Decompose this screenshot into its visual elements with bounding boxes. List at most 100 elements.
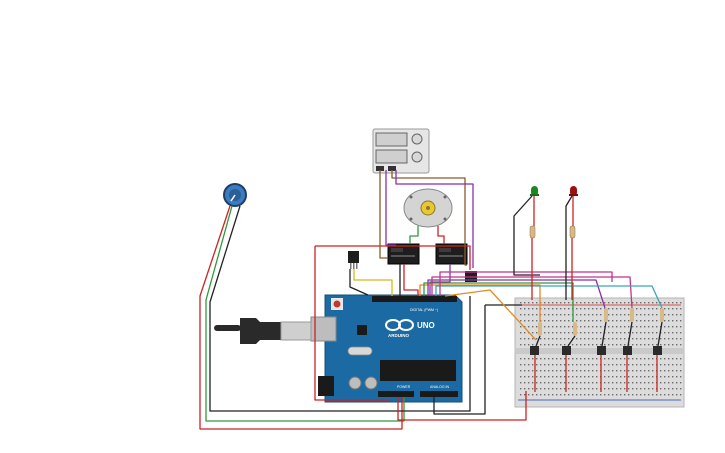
breadboard-hole bbox=[592, 302, 594, 304]
breadboard-hole bbox=[648, 382, 650, 384]
breadboard-holes bbox=[520, 302, 682, 396]
breadboard-hole bbox=[596, 382, 598, 384]
breadboard-hole bbox=[676, 376, 678, 378]
breadboard-hole bbox=[668, 394, 670, 396]
breadboard-hole bbox=[572, 394, 574, 396]
breadboard-hole bbox=[540, 382, 542, 384]
breadboard-hole bbox=[660, 376, 662, 378]
breadboard-hole bbox=[548, 388, 550, 390]
breadboard-hole bbox=[676, 370, 678, 372]
breadboard-hole bbox=[600, 332, 602, 334]
dc-motor[interactable] bbox=[403, 188, 453, 228]
breadboard-hole bbox=[588, 332, 590, 334]
potentiometer[interactable] bbox=[223, 183, 247, 207]
breadboard-hole bbox=[548, 370, 550, 372]
breadboard-hole bbox=[564, 382, 566, 384]
breadboard-hole bbox=[580, 394, 582, 396]
relay-right[interactable] bbox=[435, 243, 468, 265]
breadboard-hole bbox=[660, 358, 662, 360]
breadboard-hole bbox=[644, 326, 646, 328]
breadboard-hole bbox=[592, 388, 594, 390]
breadboard-hole bbox=[556, 388, 558, 390]
breadboard-hole bbox=[576, 376, 578, 378]
power-supply[interactable] bbox=[372, 128, 430, 174]
breadboard-hole bbox=[648, 314, 650, 316]
breadboard-hole bbox=[656, 308, 658, 310]
breadboard-hole bbox=[628, 388, 630, 390]
breadboard-hole bbox=[672, 370, 674, 372]
breadboard-hole bbox=[564, 358, 566, 360]
breadboard-hole bbox=[540, 358, 542, 360]
breadboard-hole bbox=[564, 394, 566, 396]
breadboard-hole bbox=[632, 388, 634, 390]
breadboard-hole bbox=[556, 308, 558, 310]
breadboard-hole bbox=[560, 394, 562, 396]
breadboard-hole bbox=[664, 332, 666, 334]
breadboard-hole bbox=[552, 382, 554, 384]
breadboard-hole bbox=[568, 358, 570, 360]
breadboard-hole bbox=[672, 332, 674, 334]
breadboard-hole bbox=[524, 302, 526, 304]
breadboard-hole bbox=[552, 338, 554, 340]
breadboard-hole bbox=[544, 376, 546, 378]
breadboard-hole bbox=[580, 332, 582, 334]
breadboard-hole bbox=[620, 394, 622, 396]
breadboard-hole bbox=[544, 388, 546, 390]
breadboard-hole bbox=[612, 326, 614, 328]
breadboard-hole bbox=[576, 394, 578, 396]
breadboard-hole bbox=[560, 314, 562, 316]
breadboard-hole bbox=[604, 376, 606, 378]
breadboard-hole bbox=[616, 308, 618, 310]
breadboard-hole bbox=[548, 344, 550, 346]
led-green[interactable] bbox=[530, 186, 539, 196]
breadboard-hole bbox=[676, 332, 678, 334]
breadboard-hole bbox=[560, 338, 562, 340]
breadboard-hole bbox=[600, 320, 602, 322]
breadboard-hole bbox=[660, 394, 662, 396]
breadboard-hole bbox=[560, 376, 562, 378]
breadboard-resistors[interactable] bbox=[538, 308, 664, 336]
breadboard-hole bbox=[592, 394, 594, 396]
breadboard-hole bbox=[656, 332, 658, 334]
resistor-led-green[interactable] bbox=[529, 225, 536, 239]
breadboard-hole bbox=[584, 326, 586, 328]
breadboard-hole bbox=[552, 358, 554, 360]
breadboard-hole bbox=[592, 332, 594, 334]
breadboard-hole bbox=[640, 308, 642, 310]
breadboard-hole bbox=[556, 332, 558, 334]
breadboard-hole bbox=[624, 358, 626, 360]
arduino-power-label: POWER bbox=[397, 385, 411, 389]
breadboard-hole bbox=[596, 302, 598, 304]
breadboard-hole bbox=[580, 302, 582, 304]
breadboard-hole bbox=[600, 344, 602, 346]
led-red[interactable] bbox=[569, 186, 578, 196]
breadboard-hole bbox=[620, 376, 622, 378]
breadboard-hole bbox=[680, 320, 682, 322]
breadboard-hole bbox=[676, 382, 678, 384]
transistor-sensor[interactable] bbox=[348, 251, 359, 269]
breadboard-hole bbox=[676, 344, 678, 346]
breadboard-hole bbox=[536, 338, 538, 340]
relay-left[interactable] bbox=[387, 243, 420, 265]
usb-cable bbox=[214, 318, 312, 344]
push-buttons[interactable] bbox=[530, 346, 662, 355]
breadboard-hole bbox=[584, 376, 586, 378]
breadboard-hole bbox=[576, 302, 578, 304]
breadboard-hole bbox=[524, 338, 526, 340]
breadboard-hole bbox=[660, 382, 662, 384]
breadboard-hole bbox=[552, 394, 554, 396]
breadboard-hole bbox=[560, 332, 562, 334]
breadboard-hole bbox=[676, 308, 678, 310]
resistor-led-red[interactable] bbox=[569, 225, 576, 239]
breadboard-hole bbox=[668, 358, 670, 360]
breadboard-hole bbox=[536, 320, 538, 322]
breadboard-hole bbox=[640, 302, 642, 304]
breadboard-hole bbox=[544, 320, 546, 322]
breadboard-hole bbox=[660, 302, 662, 304]
arduino-uno-board[interactable]: ARDUINO UNO DIGITAL (PWM ~) POWER ANALOG… bbox=[310, 294, 463, 403]
breadboard-hole bbox=[588, 364, 590, 366]
breadboard-hole bbox=[548, 308, 550, 310]
arduino-logo-icon bbox=[385, 319, 414, 331]
breadboard-hole bbox=[600, 308, 602, 310]
